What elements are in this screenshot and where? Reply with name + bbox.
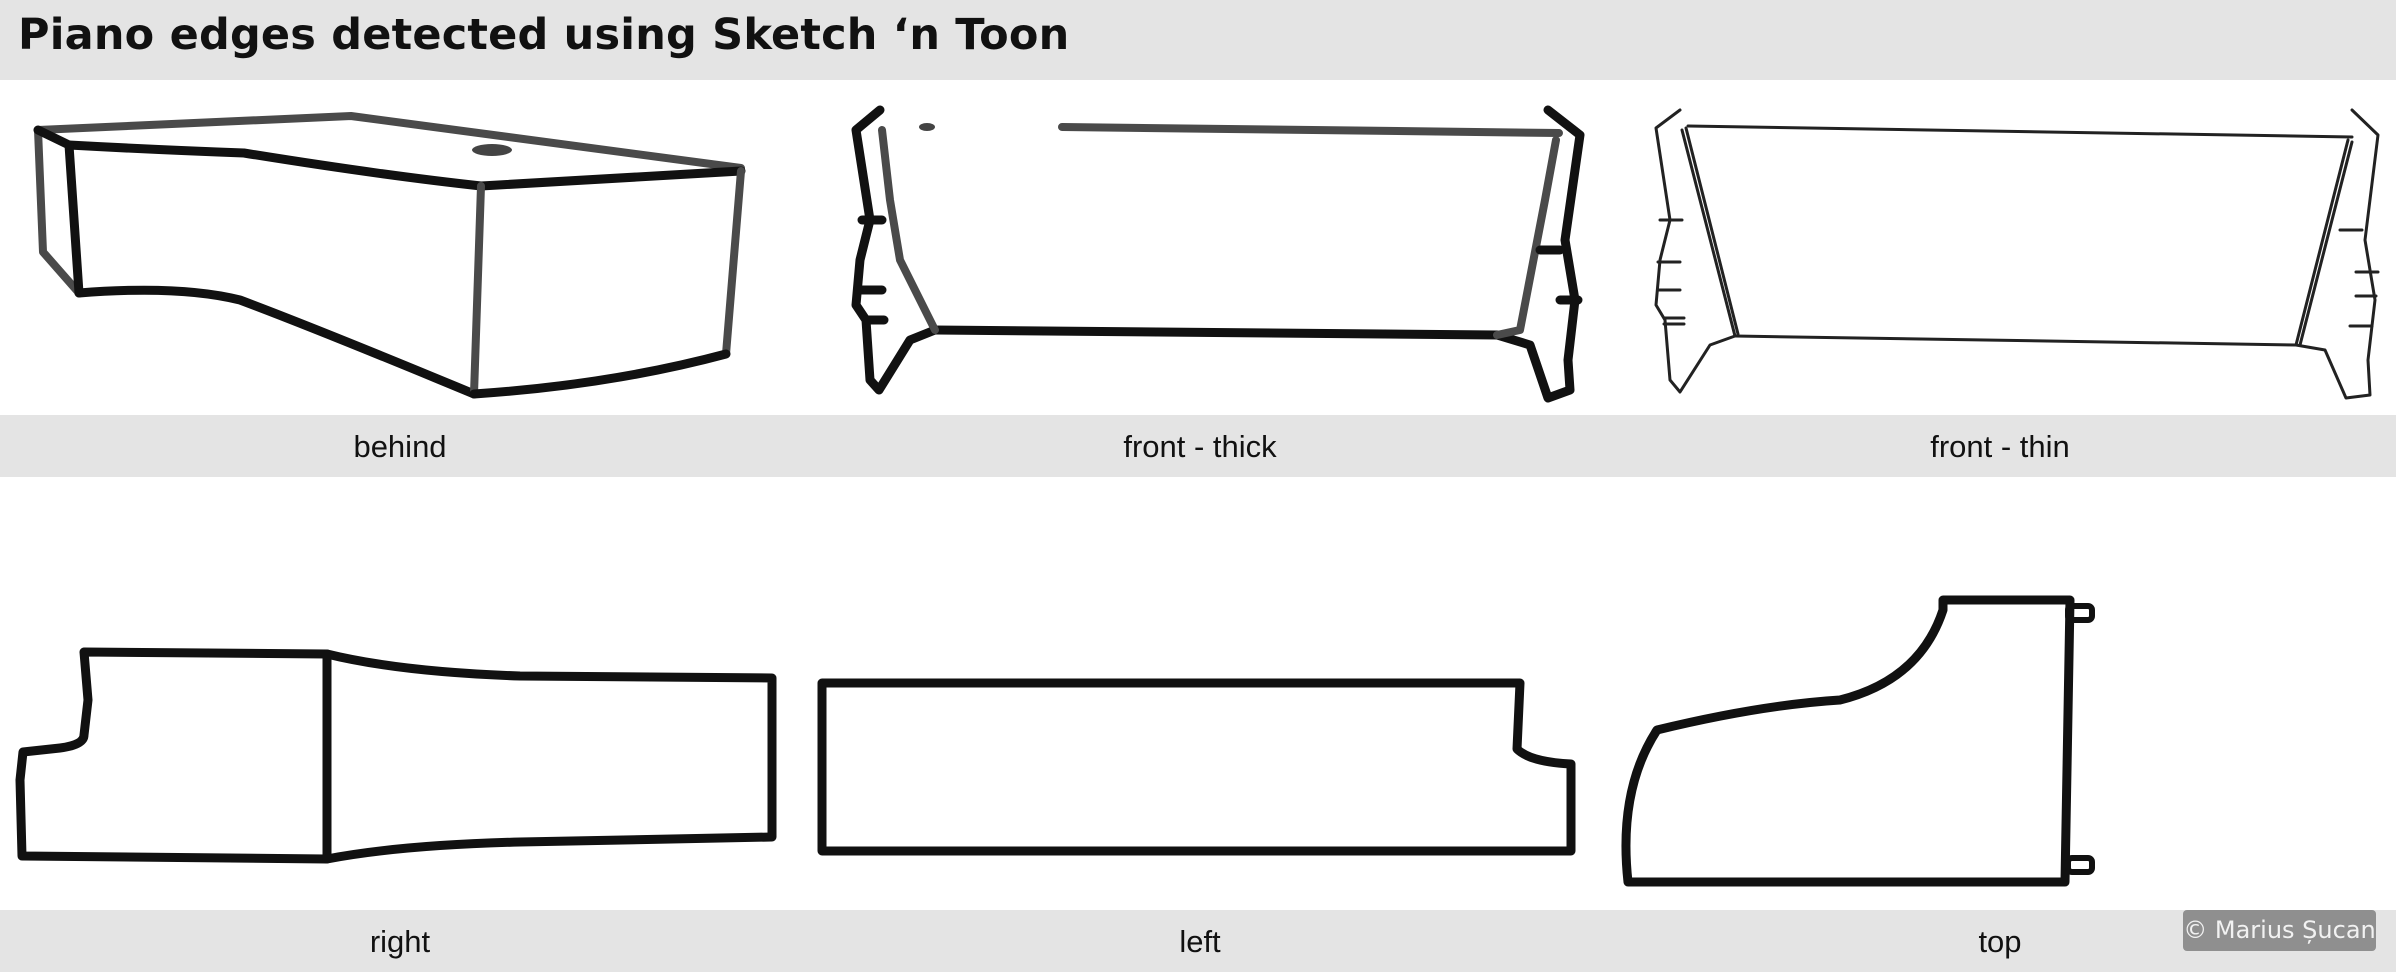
piano-behind-sketch	[33, 112, 746, 399]
caption-front-thin: front - thin	[1930, 429, 2070, 464]
caption-band-top: behind front - thick front - thin	[0, 415, 2396, 477]
piano-top-sketch	[1621, 595, 2095, 887]
piano-right-sketch	[15, 647, 777, 864]
piano-left-sketch	[817, 678, 1576, 856]
caption-right: right	[369, 924, 431, 959]
caption-front-thick: front - thick	[1123, 429, 1277, 464]
page-title: Piano edges detected using Sketch ‘n Too…	[18, 10, 1070, 60]
title-bar: Piano edges detected using Sketch ‘n Too…	[0, 0, 2396, 80]
caption-band-bottom: right left top	[0, 910, 2396, 972]
caption-behind: behind	[353, 429, 447, 464]
copyright-badge: © Marius Șucan	[2183, 910, 2376, 951]
caption-left: left	[1179, 924, 1221, 959]
piano-front-thick-sketch	[851, 105, 1585, 403]
caption-top: top	[1978, 924, 2022, 959]
piano-front-thin-sketch	[1654, 108, 2380, 400]
